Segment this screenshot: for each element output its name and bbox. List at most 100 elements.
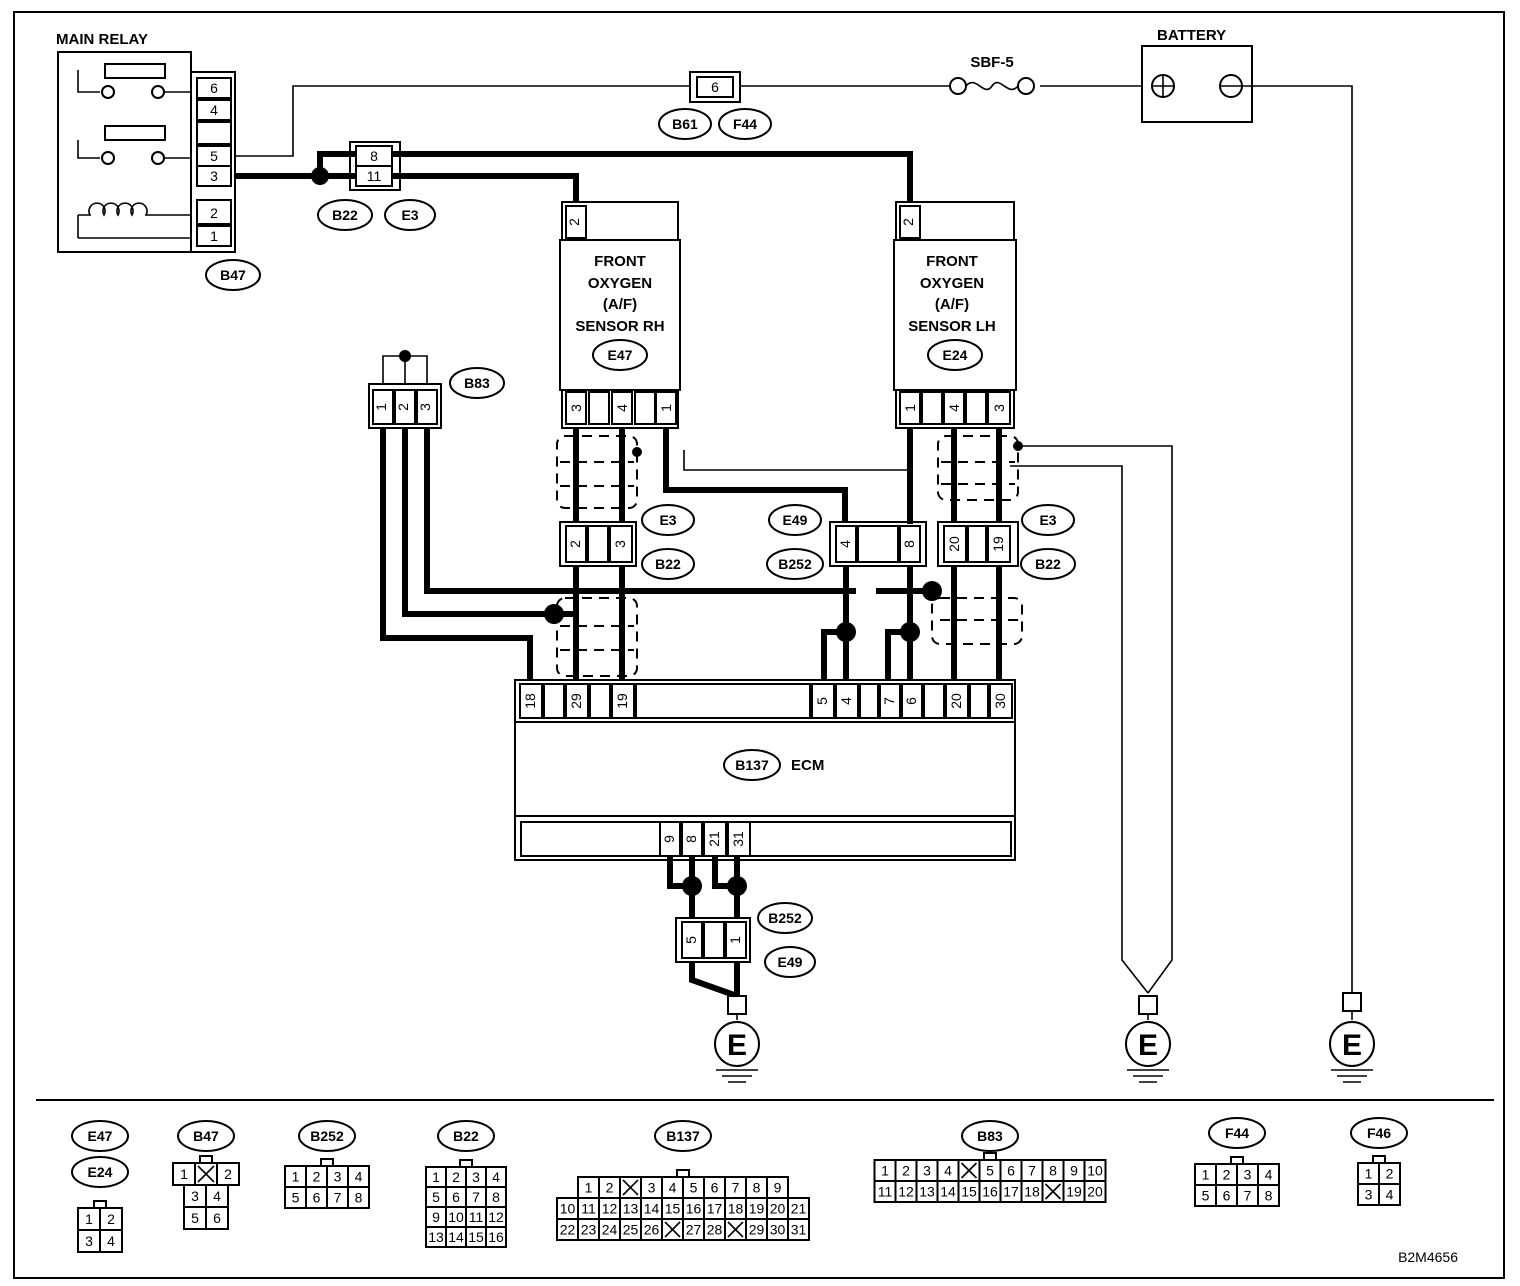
svg-text:1: 1 xyxy=(902,404,918,412)
legend-pin-number: 2 xyxy=(313,1169,321,1185)
svg-text:2: 2 xyxy=(566,218,582,226)
legend-tag xyxy=(961,1120,1019,1152)
tag-b137 xyxy=(723,749,781,781)
legend-tag xyxy=(71,1156,129,1188)
svg-text:B22: B22 xyxy=(332,207,358,223)
legend-pin-number: 12 xyxy=(898,1184,914,1200)
legend-pin-number: 3 xyxy=(85,1233,93,1249)
legend-pin-number: 5 xyxy=(690,1180,698,1196)
tag-b22-top xyxy=(317,199,373,231)
legend-pin-number: 13 xyxy=(428,1229,444,1245)
main-relay-pins: 6 4 5 3 2 1 xyxy=(196,77,232,247)
fuse-icon xyxy=(965,81,1019,91)
legend-pin-number: 1 xyxy=(180,1166,188,1182)
svg-text:5: 5 xyxy=(814,697,830,705)
svg-text:E: E xyxy=(727,1029,747,1062)
tag-e3-top xyxy=(384,199,436,231)
svg-text:9: 9 xyxy=(661,835,677,843)
svg-text:B22: B22 xyxy=(655,556,681,572)
legend-pin-number: 2 xyxy=(224,1166,232,1182)
legend-pin-number: 30 xyxy=(770,1222,786,1238)
legend-pin-number: 31 xyxy=(791,1222,807,1238)
svg-text:20: 20 xyxy=(946,536,962,552)
legend-pin-number: 4 xyxy=(492,1169,500,1185)
svg-text:E: E xyxy=(1138,1029,1158,1062)
svg-text:4: 4 xyxy=(210,102,218,118)
legend-pin-number: 6 xyxy=(1223,1188,1231,1204)
legend-pin-number: 8 xyxy=(492,1189,500,1205)
legend-tag-text: F44 xyxy=(1225,1125,1249,1141)
legend-pin-number: 16 xyxy=(488,1229,504,1245)
main-relay-body xyxy=(57,51,192,253)
legend-pin-number: 18 xyxy=(728,1201,744,1217)
legend-pin-number: 9 xyxy=(1070,1163,1078,1179)
legend-pin-blank xyxy=(727,1221,744,1238)
legend-pin-number: 15 xyxy=(961,1184,977,1200)
legend-pin-number: 13 xyxy=(919,1184,935,1200)
tag-b252-mid xyxy=(766,548,824,580)
legend-pin-number: 23 xyxy=(581,1222,597,1238)
frame xyxy=(13,11,1505,1279)
legend-pin-number: 7 xyxy=(732,1180,740,1196)
legend-pin-number: 4 xyxy=(107,1233,115,1249)
legend-pin-number: 2 xyxy=(452,1169,460,1185)
svg-text:1: 1 xyxy=(658,404,674,412)
svg-text:19: 19 xyxy=(614,693,630,709)
tag-b61 xyxy=(658,108,712,140)
svg-text:7: 7 xyxy=(881,697,897,705)
legend-pin-number: 20 xyxy=(1087,1184,1103,1200)
legend-pin-number: 7 xyxy=(334,1190,342,1206)
legend-pin-number: 12 xyxy=(602,1201,618,1217)
legend-tag-text: B137 xyxy=(666,1128,700,1144)
relay-contact-1 xyxy=(104,63,166,79)
legend-pin-number: 25 xyxy=(623,1222,639,1238)
legend-pin-number: 14 xyxy=(448,1229,464,1245)
legend-tag xyxy=(437,1120,495,1152)
legend-pin-number: 29 xyxy=(749,1222,765,1238)
svg-text:6: 6 xyxy=(903,697,919,705)
figure-code: B2M4656 xyxy=(1398,1249,1458,1265)
tag-b83 xyxy=(449,367,505,399)
legend-pin-number: 8 xyxy=(355,1190,363,1206)
svg-text:E49: E49 xyxy=(783,512,808,528)
legend-pin-number: 1 xyxy=(292,1169,300,1185)
legend-tag-text: B47 xyxy=(193,1128,219,1144)
legend-pin-cell xyxy=(787,1218,810,1241)
svg-text:3: 3 xyxy=(568,404,584,412)
svg-text:6: 6 xyxy=(210,80,218,96)
svg-text:11: 11 xyxy=(367,168,382,184)
legend-pin-number: 27 xyxy=(686,1222,702,1238)
svg-text:29: 29 xyxy=(568,693,584,709)
svg-text:1: 1 xyxy=(373,403,389,411)
legend-pin-number: 8 xyxy=(1265,1188,1273,1204)
svg-text:2: 2 xyxy=(210,205,218,221)
legend-pin-number: 7 xyxy=(1028,1163,1036,1179)
svg-text:21: 21 xyxy=(706,831,722,847)
legend-tag-text: E47 xyxy=(88,1128,113,1144)
legend-pin-number: 4 xyxy=(1265,1167,1273,1183)
svg-text:5: 5 xyxy=(210,148,218,164)
legend-tag xyxy=(1350,1117,1408,1149)
legend-pin-number: 14 xyxy=(940,1184,956,1200)
legend-pin-number: 19 xyxy=(1066,1184,1082,1200)
legend-pin-number: 11 xyxy=(469,1209,484,1225)
legend-pin-number: 9 xyxy=(432,1209,440,1225)
svg-text:4: 4 xyxy=(614,404,630,412)
svg-text:E3: E3 xyxy=(1039,512,1056,528)
legend-pin-number: 11 xyxy=(581,1201,596,1217)
svg-text:30: 30 xyxy=(992,693,1008,709)
svg-text:E47: E47 xyxy=(608,347,633,363)
legend-tag-text: F46 xyxy=(1367,1125,1391,1141)
svg-text:6: 6 xyxy=(711,79,719,95)
svg-text:19: 19 xyxy=(990,536,1006,552)
legend-pin-number: 1 xyxy=(1365,1166,1373,1182)
svg-text:(A/F): (A/F) xyxy=(603,296,637,313)
svg-text:4: 4 xyxy=(946,404,962,412)
ground-ecm-icon: E xyxy=(714,995,760,1083)
tag-e49-bot xyxy=(764,946,816,978)
